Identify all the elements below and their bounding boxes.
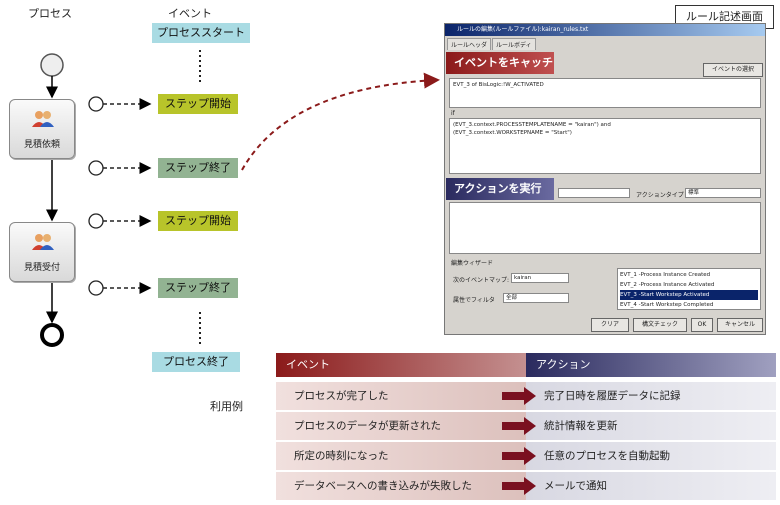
- table-row-action: 任意のプロセスを自動起動: [526, 442, 776, 470]
- process-column-header: プロセス: [28, 7, 72, 20]
- execute-action-banner: アクションを実行: [446, 178, 554, 200]
- event-list-item-selected[interactable]: EVT_3 -Start Workstep Activated: [620, 290, 758, 300]
- syntax-check-button[interactable]: 構文チェック: [633, 318, 687, 332]
- event-step-start-1: ステップ開始: [158, 94, 238, 114]
- event-step-end-1: ステップ終了: [158, 158, 238, 178]
- table-header-event: イベント: [276, 353, 526, 377]
- ok-button[interactable]: OK: [691, 318, 713, 332]
- next-event-map-value: kairan: [514, 275, 532, 281]
- tab-rule-header[interactable]: ルールヘッダ: [447, 38, 492, 50]
- filter-label: 属性でフィルタ: [453, 297, 495, 304]
- table-row-action: メールで通知: [526, 472, 776, 500]
- table-row-action: 統計情報を更新: [526, 412, 776, 440]
- event-list-item[interactable]: EVT_1 -Process Instance Created: [620, 272, 711, 278]
- next-event-map-label: 次のイベントマップ:: [453, 277, 510, 284]
- tab-rule-body[interactable]: ルールボディ: [492, 38, 536, 50]
- arrow-right-icon: [502, 387, 536, 405]
- table-row-action: 完了日時を履歴データに記録: [526, 382, 776, 410]
- action-select[interactable]: [558, 188, 630, 198]
- link-to-rule-screen: [241, 72, 440, 171]
- window-tabs: ルールヘッダルールボディ: [447, 38, 537, 50]
- event-process-end: プロセス終了: [152, 352, 240, 372]
- condition-text-area[interactable]: (EVT_3.context.PROCESSTEMPLATENAME = "ka…: [449, 118, 761, 174]
- event-step-start-2: ステップ開始: [158, 211, 238, 231]
- event-connectors: [88, 96, 104, 296]
- event-list[interactable]: EVT_1 -Process Instance Created EVT_2 -P…: [617, 268, 761, 310]
- window-title: ルールの編集(ルールファイル):kairan_rules.txt: [445, 24, 765, 36]
- users-icon: [32, 234, 54, 250]
- condition-line-2: (EVT_3.context.WORKSTEPNAME = "Start"): [453, 130, 572, 136]
- event-process-start: プロセススタート: [152, 23, 250, 43]
- catch-event-banner: イベントをキャッチ: [446, 52, 554, 74]
- wizard-label: 編集ウィザード: [451, 260, 494, 267]
- cancel-button[interactable]: キャンセル: [717, 318, 763, 332]
- task-label: 見積受付: [23, 263, 60, 273]
- event-list-item[interactable]: EVT_4 -Start Workstep Completed: [620, 302, 714, 308]
- event-text-area[interactable]: EVT_3 of BisLogic:!W_ACTIVATED: [449, 78, 761, 108]
- table-row-event: 所定の時刻になった: [276, 442, 526, 470]
- condition-line-1: (EVT_3.context.PROCESSTEMPLATENAME = "ka…: [453, 122, 611, 128]
- arrow-right-icon: [502, 477, 536, 495]
- start-node: [40, 53, 64, 77]
- row-arrows: [502, 387, 536, 495]
- process-flow-diagram: [40, 50, 440, 347]
- action-type-value: 標準: [688, 190, 700, 196]
- filter-select[interactable]: 全部: [503, 293, 569, 303]
- table-header-action: アクション: [526, 353, 776, 377]
- event-select-button[interactable]: イベントの選択: [703, 63, 763, 77]
- table-row-event: プロセスが完了した: [276, 382, 526, 410]
- table-row-event: プロセスのデータが更新された: [276, 412, 526, 440]
- end-node: [40, 323, 64, 347]
- event-step-end-2: ステップ終了: [158, 278, 238, 298]
- event-text: EVT_3 of BisLogic:!W_ACTIVATED: [453, 82, 544, 88]
- action-type-select[interactable]: 標準: [685, 188, 761, 198]
- action-text-area[interactable]: [449, 202, 761, 254]
- users-icon: [32, 111, 54, 127]
- task-quote-request: 見積依頼: [9, 99, 75, 159]
- table-row-event: データベースへの書き込みが失敗した: [276, 472, 526, 500]
- filter-value: 全部: [506, 295, 518, 301]
- task-label: 見積依頼: [23, 140, 60, 150]
- event-column-header: イベント: [168, 7, 212, 20]
- event-list-item[interactable]: EVT_2 -Process Instance Activated: [620, 282, 715, 288]
- if-label: if: [451, 110, 455, 117]
- arrow-right-icon: [502, 417, 536, 435]
- next-event-map-select[interactable]: kairan: [511, 273, 569, 283]
- action-type-label: アクションタイプ: [636, 192, 684, 199]
- usage-label: 利用例: [210, 400, 243, 413]
- clear-button[interactable]: クリア: [591, 318, 629, 332]
- arrow-right-icon: [502, 447, 536, 465]
- task-quote-receipt: 見積受付: [9, 222, 75, 282]
